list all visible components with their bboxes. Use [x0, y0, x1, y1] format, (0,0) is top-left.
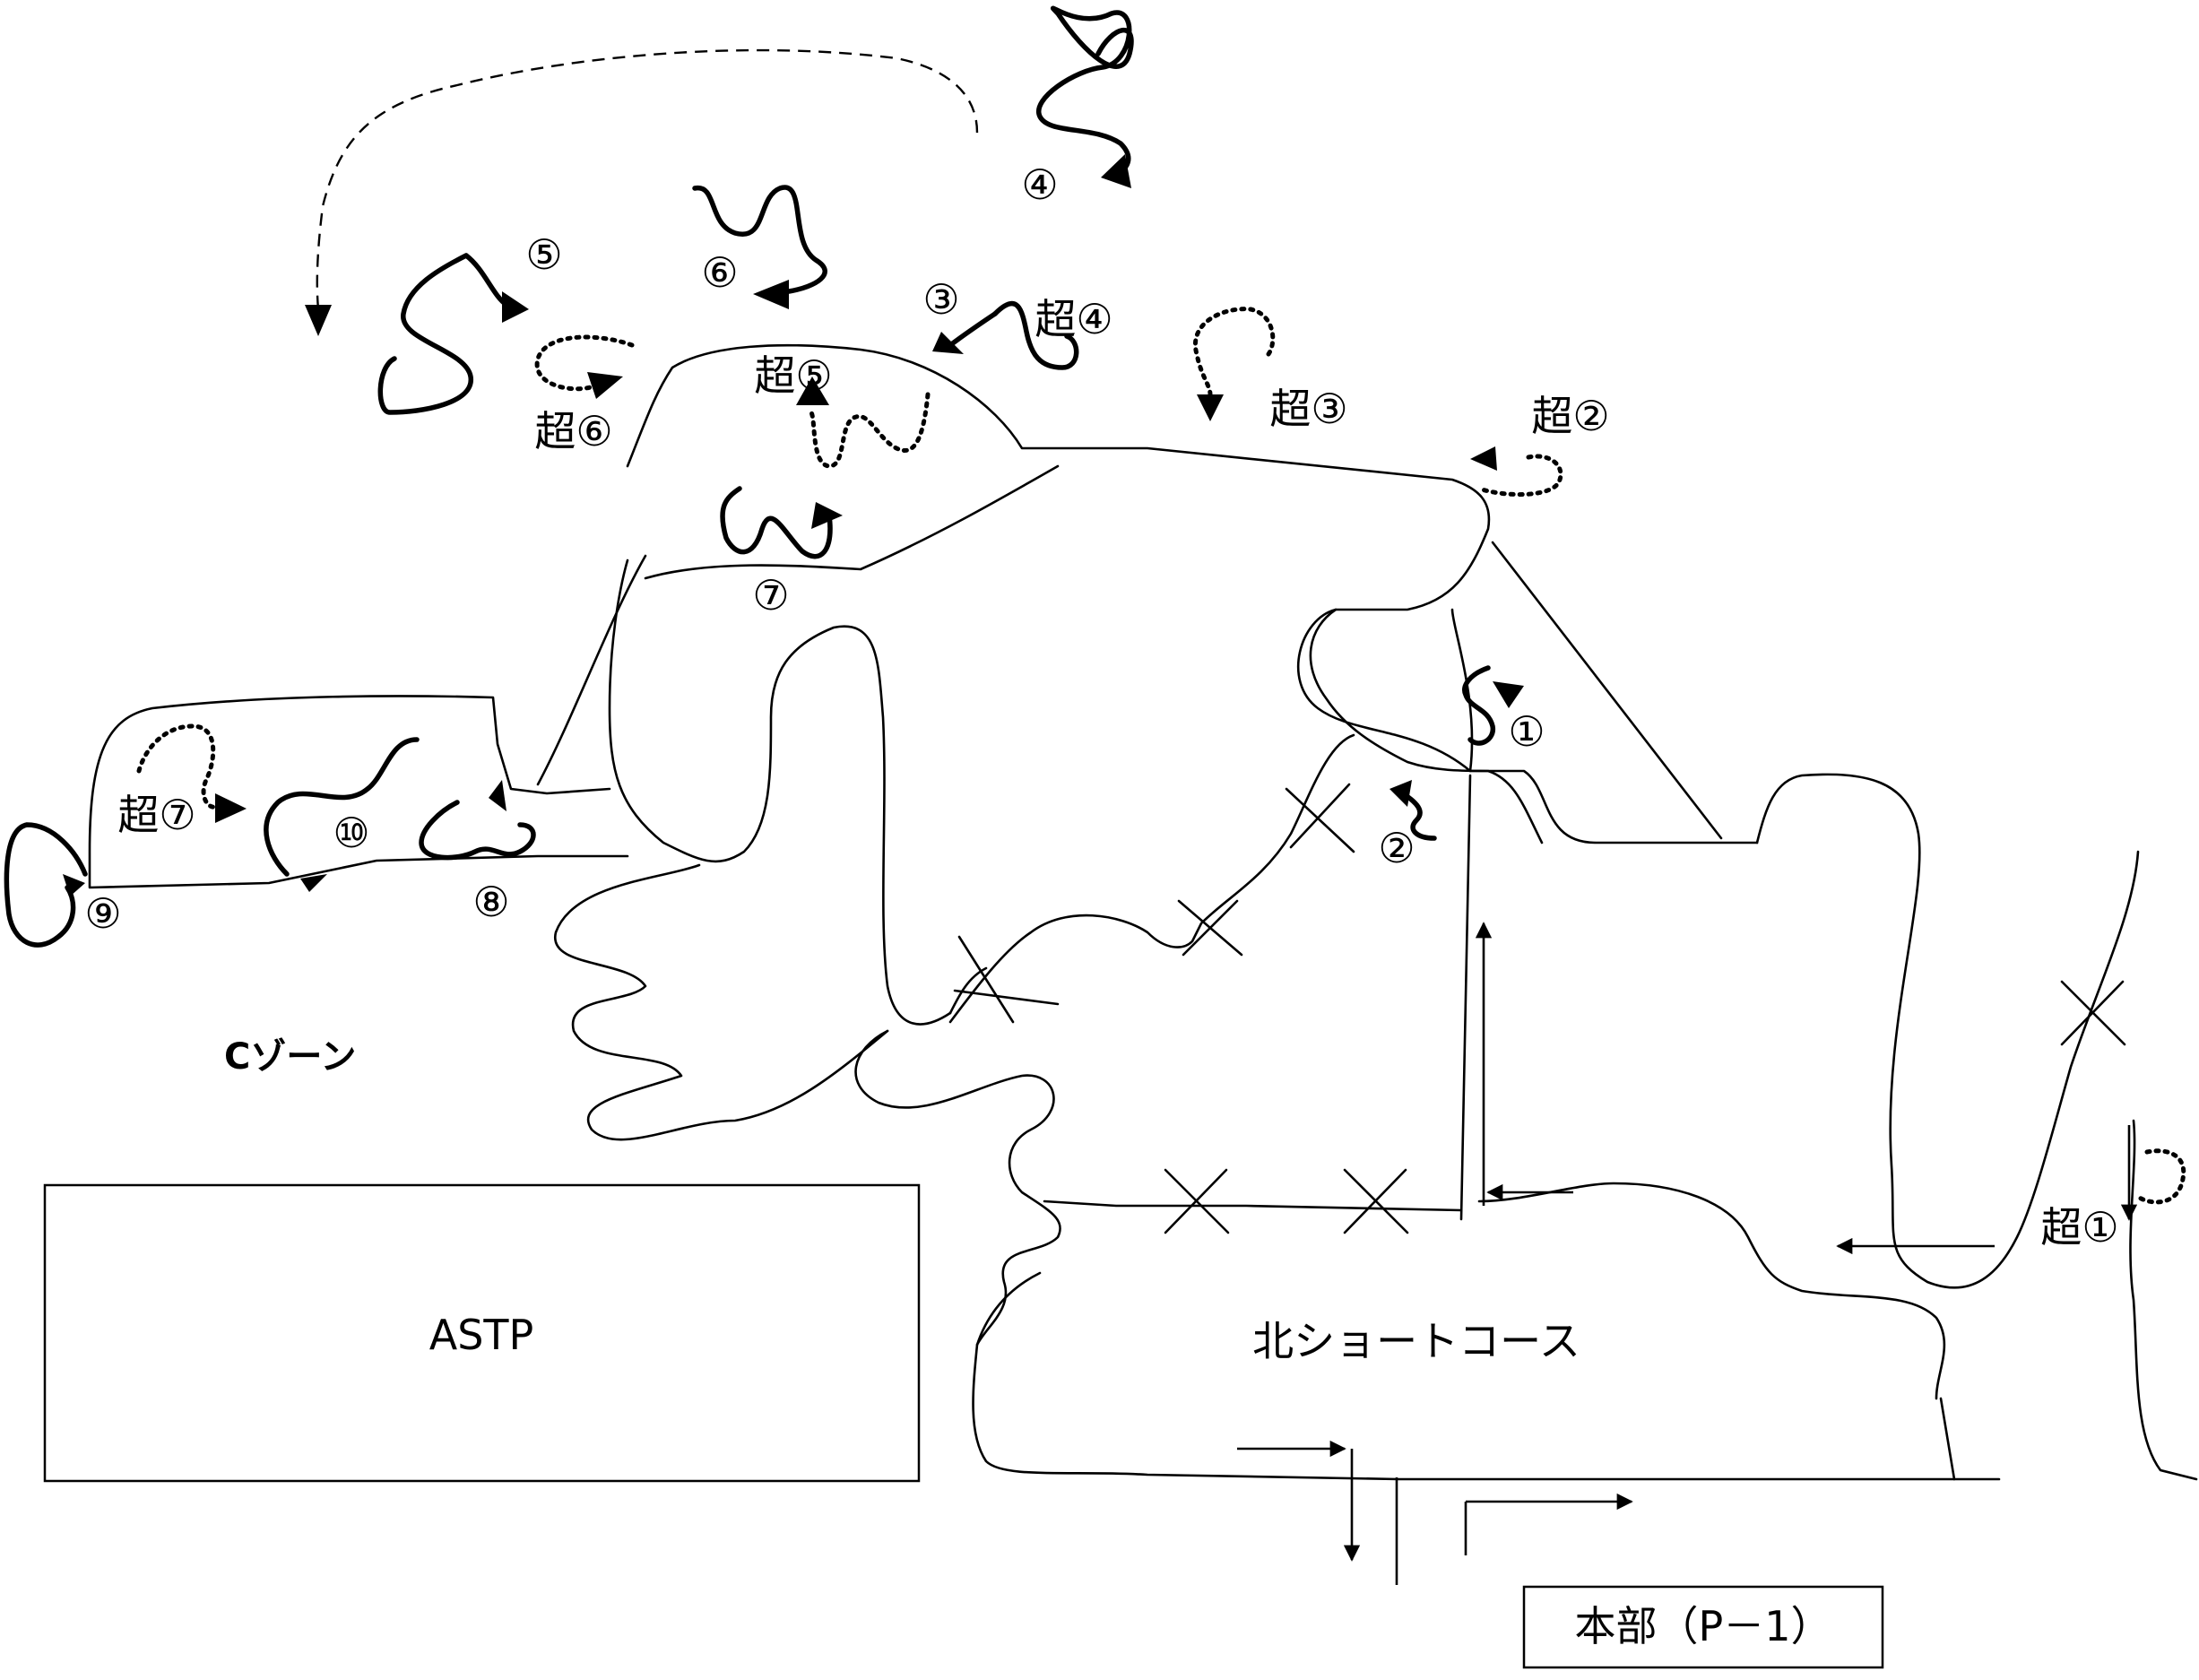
control-1-label: ①	[1508, 707, 1545, 756]
control-6-label: ⑥	[701, 248, 738, 297]
super-7-label: 超⑦	[117, 791, 195, 839]
super-5-label: 超⑤	[754, 351, 832, 400]
super-6-label: 超⑥	[534, 407, 612, 455]
astp-label: ASTP	[429, 1311, 534, 1359]
control-routes	[4, 5, 1524, 948]
zone-c-outline	[88, 695, 629, 889]
entrance-arrows	[1237, 1440, 1633, 1585]
super-1-label: 超①	[2040, 1203, 2118, 1251]
control-2-label: ②	[1378, 824, 1415, 872]
control-labels: ① ② ③ ④ ⑤ ⑥ ⑦ ⑧ ⑨ ⑩	[84, 160, 1545, 938]
control-9-label: ⑨	[84, 889, 121, 938]
control-10-label: ⑩	[333, 809, 369, 857]
control-8-label: ⑧	[472, 878, 509, 926]
control-4-label: ④	[1021, 160, 1058, 209]
control-7-label: ⑦	[752, 571, 789, 619]
control-5-label: ⑤	[525, 230, 562, 279]
route-arrows	[1475, 922, 2138, 1255]
dashed-route	[316, 48, 979, 310]
super-routes	[136, 307, 2186, 1205]
headquarters-label: 本部（P－1）	[1574, 1602, 1831, 1650]
terrain-outlines	[536, 343, 2198, 1481]
super-3-label: 超③	[1269, 385, 1347, 433]
astp-building: ASTP	[43, 1183, 921, 1483]
zone-c-label: Cゾーン	[224, 1036, 356, 1078]
north-short-course-label: 北ショートコース	[1252, 1317, 1580, 1365]
super-4-label: 超④	[1035, 295, 1112, 343]
super-labels: 超① 超② 超③ 超④ 超⑤ 超⑥ 超⑦	[117, 295, 2118, 1251]
closed-marks	[953, 783, 2126, 1234]
super-2-label: 超②	[1531, 392, 1609, 440]
control-3-label: ③	[922, 275, 959, 324]
headquarters-box: 本部（P－1）	[1522, 1585, 1884, 1669]
dashed-route-arrowhead	[305, 305, 332, 336]
